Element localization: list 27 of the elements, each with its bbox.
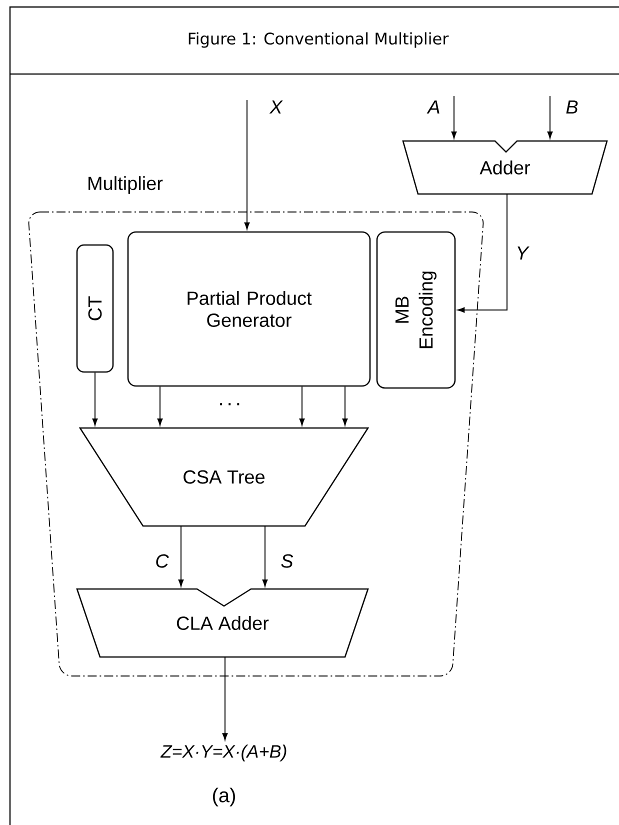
arrow <box>262 526 268 587</box>
arrow <box>547 96 553 139</box>
adder-block: Adder <box>402 140 608 195</box>
node-label: Multiplier <box>88 176 163 194</box>
arrow <box>92 372 98 426</box>
caption: (a) <box>213 788 235 806</box>
arrow <box>157 386 163 426</box>
adder-block: CLA Adder <box>76 588 369 658</box>
arrow <box>457 194 508 313</box>
arrow <box>178 526 184 587</box>
signal-label: Y <box>518 246 530 260</box>
counter-box: CT <box>76 244 114 373</box>
signal-label: X <box>269 100 283 114</box>
arrow <box>244 100 250 230</box>
signal-label: B <box>566 100 578 114</box>
arrow <box>222 657 228 740</box>
arrow <box>342 386 348 426</box>
output-formula: Z=X·Y=X·(A+B) <box>160 744 286 762</box>
figure-title: Figure 1: Conventional Multiplier <box>188 32 449 48</box>
signal-label: S <box>281 554 294 568</box>
encoding-box: MB Encoding <box>376 231 456 389</box>
generator-box: Partial Product Generator <box>127 231 371 387</box>
ellipsis: · · · <box>220 403 240 406</box>
arrow <box>451 96 457 139</box>
signal-label: A <box>426 100 440 114</box>
arrow <box>299 386 305 426</box>
signal-label: C <box>156 554 169 568</box>
